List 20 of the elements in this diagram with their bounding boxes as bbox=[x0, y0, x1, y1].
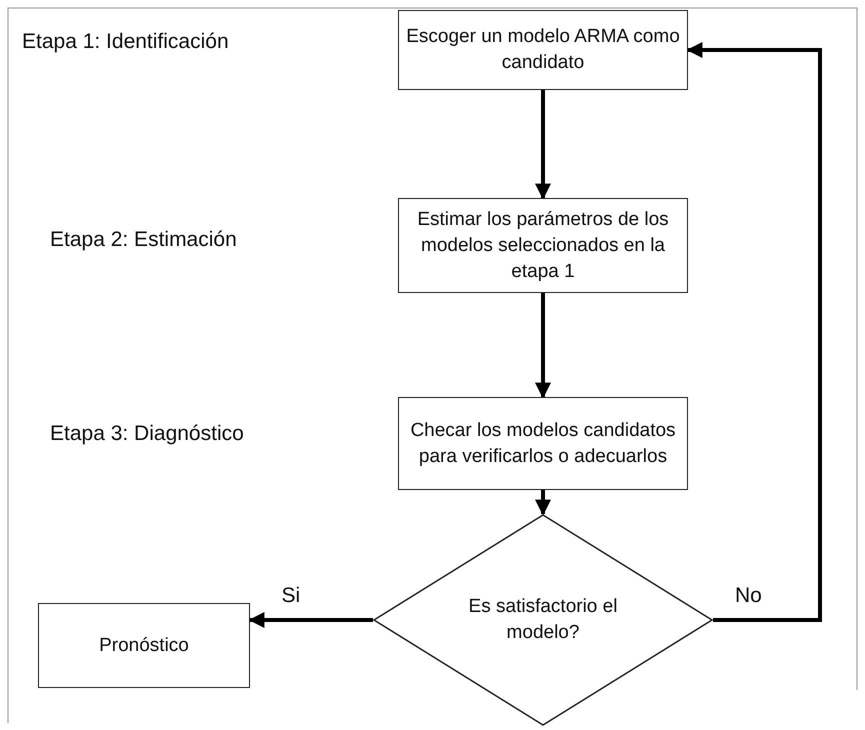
stage-label: Etapa 2: Estimación bbox=[50, 228, 237, 252]
edge-label: Si bbox=[282, 584, 300, 608]
node-text: Estimar los parámetros de los modelos seleccionados en la etapa 1 bbox=[416, 208, 670, 284]
decision-diamond bbox=[373, 514, 713, 726]
arrow bbox=[535, 490, 551, 516]
stage-label: Etapa 3: Diagnóstico bbox=[50, 422, 244, 446]
process-box bbox=[398, 198, 688, 293]
stage-label: Etapa 1: Identificación bbox=[22, 30, 229, 54]
process-box bbox=[398, 10, 688, 90]
node-text: Escoger un modelo ARMA como candidato bbox=[405, 25, 681, 75]
node-text: Checar los modelos candidatos para verificarlos o adecuarlos bbox=[409, 418, 677, 468]
arrow bbox=[248, 612, 373, 628]
edge-label: No bbox=[735, 584, 762, 608]
arrow bbox=[686, 42, 822, 622]
arrow bbox=[535, 293, 551, 399]
arrow bbox=[535, 90, 551, 200]
process-box bbox=[398, 397, 688, 490]
node-text: Es satisfactorio el modelo? bbox=[468, 595, 618, 645]
node-text: Pronóstico bbox=[99, 634, 189, 658]
process-box bbox=[38, 603, 250, 688]
